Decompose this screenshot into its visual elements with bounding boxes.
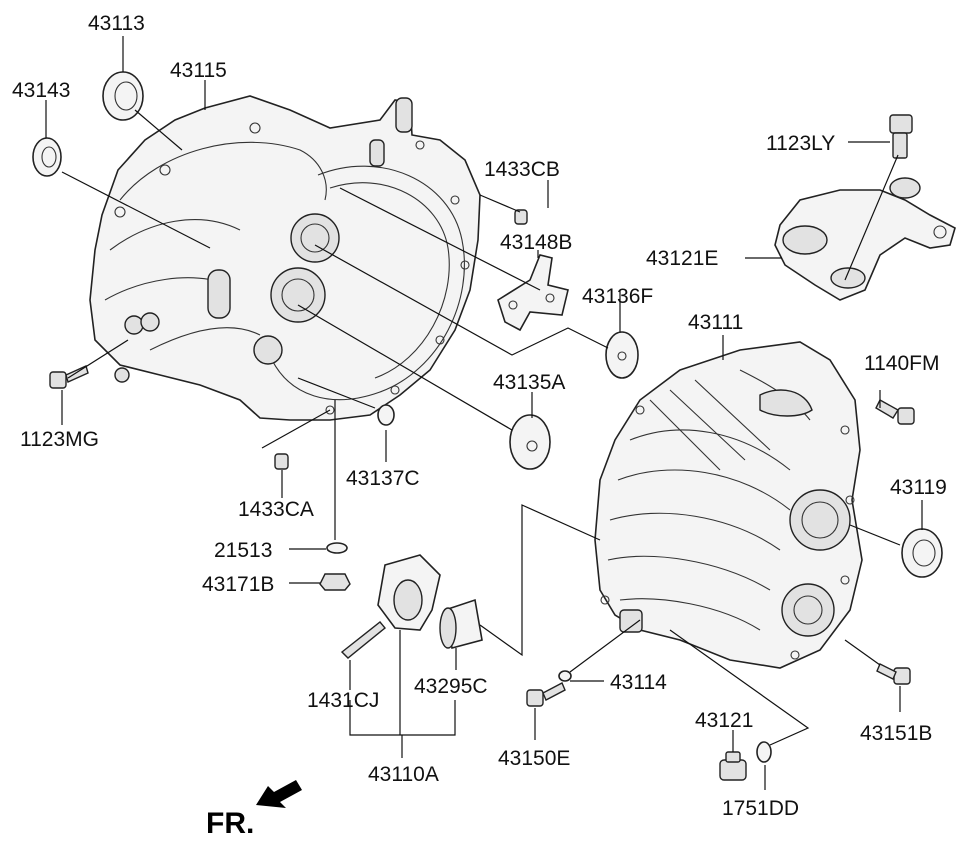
plug-43171B (319, 573, 351, 591)
bolt-1140FM (875, 399, 915, 425)
label-1433CA: 1433CA (238, 498, 314, 521)
label-1751DD: 1751DD (722, 797, 799, 820)
seal-43119 (901, 528, 943, 578)
bearing-43295C (439, 598, 483, 649)
label-43111: 43111 (688, 311, 743, 334)
label-43148B: 43148B (500, 231, 572, 254)
label-43295C: 43295C (414, 675, 488, 698)
seal-43143 (32, 137, 62, 177)
label-43115: 43115 (170, 59, 227, 82)
bolt-1123LY (889, 114, 913, 159)
label-43137C: 43137C (346, 467, 420, 490)
gasket-1751DD (756, 741, 772, 763)
transmission-case-43111 (594, 341, 863, 669)
part-labels: 43113 43115 43143 1433CB 43148B 1123LY 4… (12, 12, 947, 840)
clutch-housing-43115 (89, 95, 481, 421)
label-43151B: 43151B (860, 722, 932, 745)
pin-1431CJ (340, 621, 386, 659)
pin-1433CB (514, 209, 528, 225)
front-direction-arrow-icon (256, 780, 302, 808)
label-43119: 43119 (890, 476, 947, 499)
plug-43121 (719, 751, 747, 781)
bolt-43150E (526, 682, 566, 707)
washer-21513 (326, 542, 348, 554)
label-1123LY: 1123LY (766, 132, 835, 155)
washer-43114 (558, 670, 572, 682)
bracket-43121E (774, 177, 956, 301)
bolt-43151B (876, 663, 911, 685)
label-43121E: 43121E (646, 247, 718, 270)
plate-43136F (605, 331, 639, 379)
label-43113: 43113 (88, 12, 145, 35)
label-43135A: 43135A (493, 371, 565, 394)
label-43114: 43114 (610, 671, 667, 694)
label-fr: FR. (206, 807, 254, 840)
clip-43137C (377, 404, 395, 426)
label-43150E: 43150E (498, 747, 570, 770)
seal-43113 (102, 71, 144, 121)
label-1123MG: 1123MG (20, 428, 99, 451)
label-43171B: 43171B (202, 573, 274, 596)
leader-lines (45, 36, 923, 790)
bolt-1123MG (49, 365, 89, 389)
label-43143: 43143 (12, 79, 70, 102)
label-21513: 21513 (214, 539, 272, 562)
plate-43135A (509, 414, 551, 470)
label-43110A: 43110A (368, 763, 439, 786)
label-1433CB: 1433CB (484, 158, 560, 181)
label-1431CJ: 1431CJ (307, 689, 379, 712)
bushing-housing-43110A (377, 554, 441, 631)
label-43121: 43121 (695, 709, 753, 732)
label-43136F: 43136F (582, 285, 653, 308)
pin-1433CA (274, 453, 289, 470)
bracket-43148B (497, 254, 569, 332)
label-1140FM: 1140FM (864, 352, 939, 375)
